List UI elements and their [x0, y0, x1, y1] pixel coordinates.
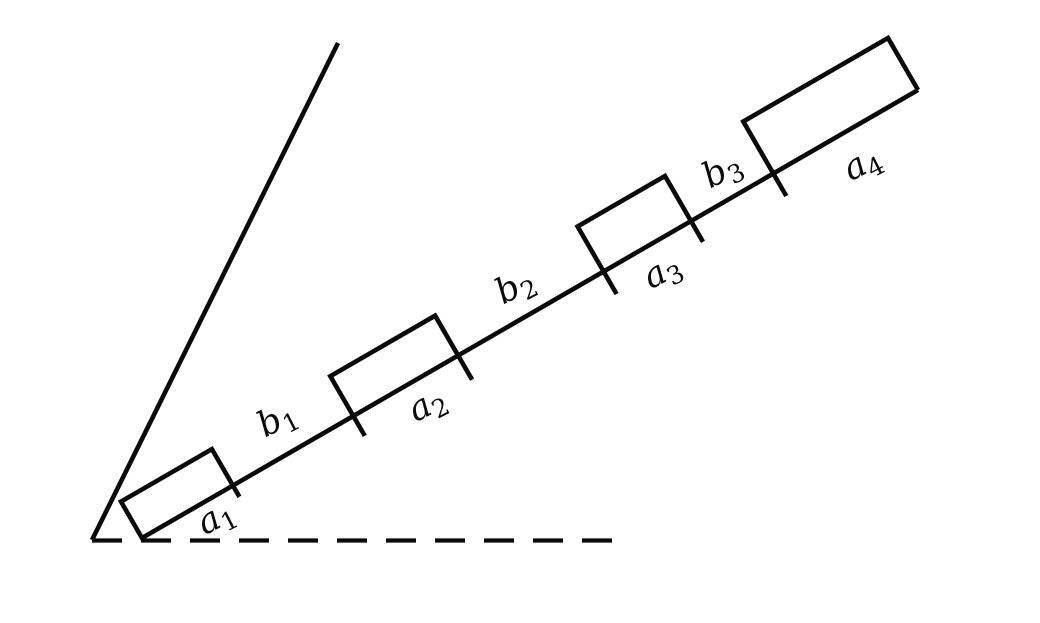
block-2-outline	[327, 312, 475, 438]
inclined-ray-line	[140, 88, 920, 540]
label-b1: b1	[251, 393, 305, 450]
block-1-outline	[117, 445, 242, 543]
label-b2: b2	[489, 260, 543, 317]
label-a4: a4	[837, 137, 890, 193]
label-a3: a3	[637, 245, 690, 301]
block-4-outline	[740, 34, 920, 198]
block-3-outline	[574, 172, 705, 296]
label-a2: a2	[402, 378, 455, 434]
upper-angle-side-line	[89, 41, 341, 542]
